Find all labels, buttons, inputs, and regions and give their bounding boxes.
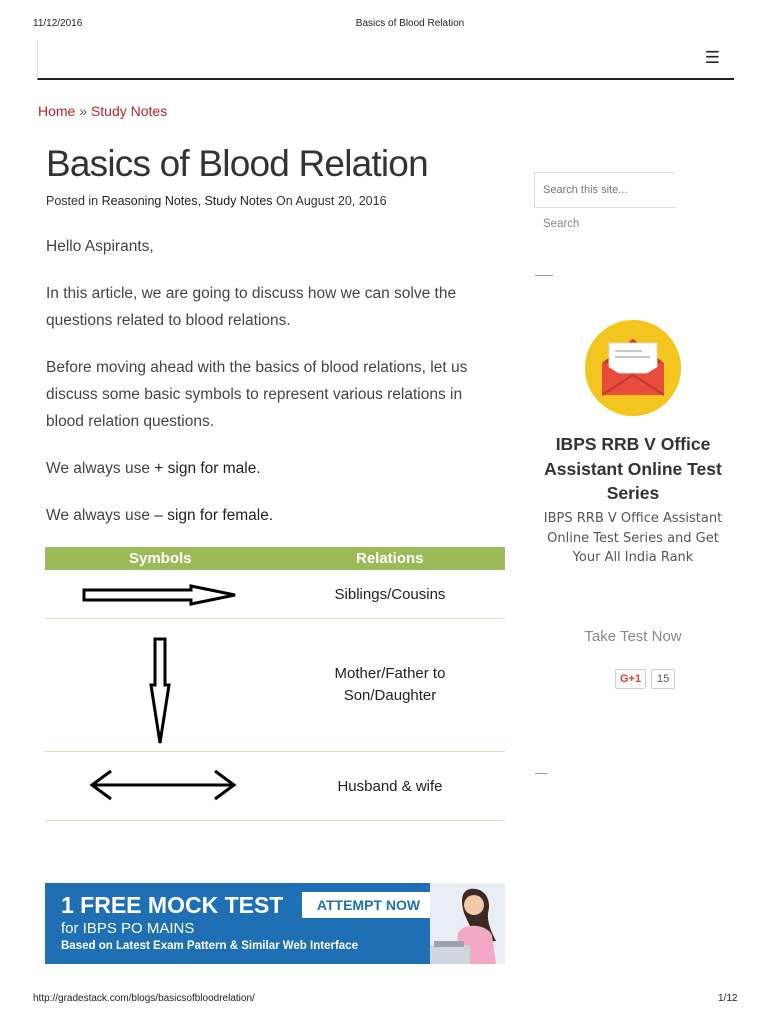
site-header: ☰ — [37, 40, 734, 80]
print-page-number: 1/12 — [718, 993, 738, 1004]
relation-parent-child: Mother/Father to Son/Daughter — [334, 665, 446, 704]
page-title: Basics of Blood Relation — [46, 143, 429, 184]
header-relations: Relations — [356, 550, 424, 567]
student-illustration — [430, 883, 505, 964]
symbols-table: Symbols Relations Siblings/Cousins Mothe… — [45, 547, 505, 821]
breadcrumb-study-notes-link[interactable]: Study Notes — [90, 103, 168, 119]
female-sign-prefix: We always use — [46, 507, 155, 524]
down-arrow-icon — [149, 637, 171, 744]
paragraph-male-sign: We always use + sign for male. — [46, 455, 496, 482]
symbols-table-header: Symbols Relations — [45, 547, 505, 570]
female-sign-text: – sign for female. — [154, 507, 274, 524]
google-plus-button[interactable]: G+1 — [615, 669, 647, 689]
banner-title: 1 FREE MOCK TEST — [61, 892, 284, 918]
widget-title: IBPS RRB V Office Assistant Online Test … — [544, 434, 722, 503]
breadcrumb-separator: » — [75, 103, 91, 119]
mail-icon — [585, 320, 681, 416]
table-row: Husband & wife — [45, 752, 505, 821]
relation-siblings: Siblings/Cousins — [334, 586, 446, 603]
print-date: 11/12/2016 — [33, 18, 83, 29]
widget-description: IBPS RRB V Office Assistant Online Test … — [543, 511, 723, 565]
sidebar-divider — [535, 275, 553, 276]
header-symbols: Symbols — [129, 550, 192, 567]
sidebar-divider — [535, 773, 547, 774]
table-row: Mother/Father to Son/Daughter — [45, 619, 505, 752]
print-url: http://gradestack.com/blogs/basicsofbloo… — [33, 993, 255, 1004]
table-row: Siblings/Cousins — [45, 570, 505, 619]
breadcrumb: Home » Study Notes — [38, 103, 167, 119]
category-link-study-notes[interactable]: Study Notes — [204, 194, 273, 208]
male-sign-prefix: We always use — [46, 460, 155, 477]
double-arrow-icon — [89, 769, 237, 801]
relation-husband-wife: Husband & wife — [337, 778, 443, 795]
attempt-now-button[interactable]: ATTEMPT NOW — [302, 892, 435, 918]
banner-subtitle: for IBPS PO MAINS — [61, 920, 195, 937]
search-input[interactable] — [543, 175, 671, 205]
hamburger-menu-icon[interactable]: ☰ — [704, 48, 720, 67]
posted-in-label: Posted in — [46, 194, 102, 208]
search-button[interactable]: Search — [543, 218, 580, 230]
paragraph-symbols: Before moving ahead with the basics of b… — [46, 359, 468, 430]
right-arrow-icon — [82, 584, 236, 606]
post-meta: Posted in Reasoning Notes, Study Notes O… — [46, 194, 387, 208]
banner-note: Based on Latest Exam Pattern & Similar W… — [61, 940, 358, 952]
category-separator: , — [197, 194, 205, 208]
paragraph-intro: In this article, we are going to discuss… — [46, 285, 457, 329]
male-sign-text: + sign for male. — [154, 460, 261, 477]
search-box — [534, 172, 675, 208]
paragraph-greeting: Hello Aspirants, — [46, 238, 154, 255]
google-plus-count: 15 — [651, 669, 676, 689]
category-link-reasoning-notes[interactable]: Reasoning Notes — [101, 194, 198, 208]
breadcrumb-home-link[interactable]: Home — [38, 103, 76, 119]
paragraph-female-sign: We always use – sign for female. — [46, 502, 496, 529]
take-test-now-link[interactable]: Take Test Now — [584, 628, 682, 645]
mock-test-banner[interactable]: 1 FREE MOCK TEST ATTEMPT NOW for IBPS PO… — [45, 883, 505, 964]
print-title: Basics of Blood Relation — [355, 18, 465, 29]
post-date: On August 20, 2016 — [272, 194, 387, 208]
